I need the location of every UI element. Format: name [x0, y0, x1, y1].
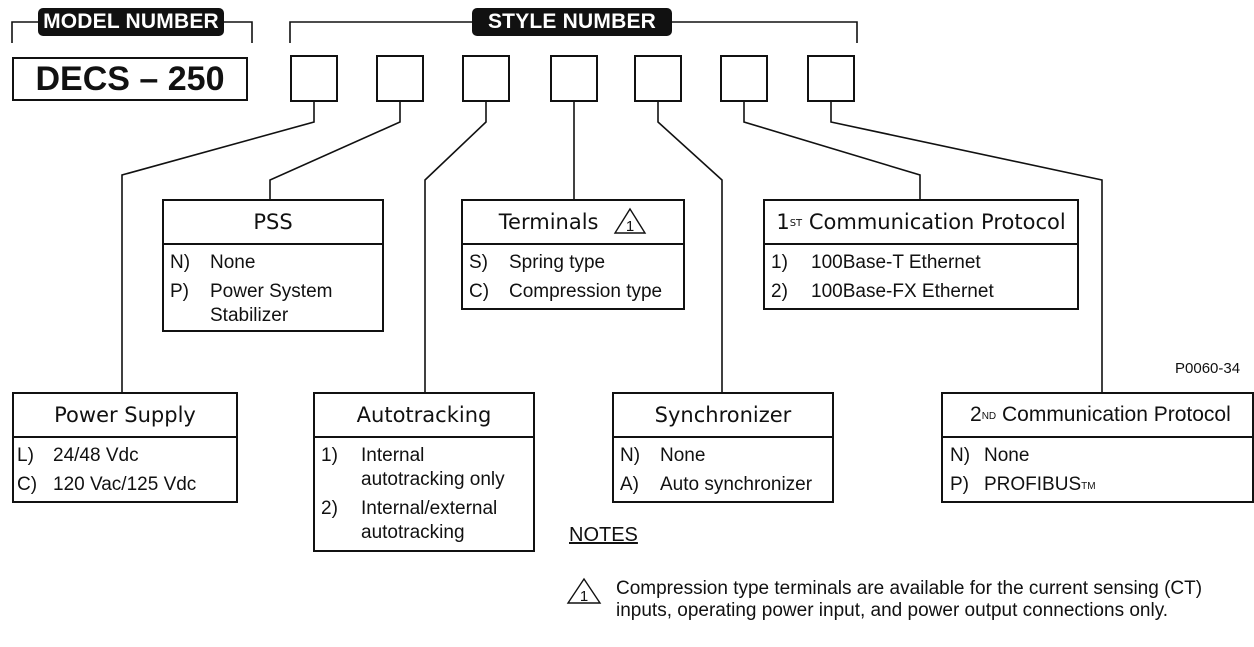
synchronizer-box: Synchronizer N) None A) Auto synchronize… [612, 392, 834, 503]
pss-box: PSS N) None P) Power System Stabilizer [162, 199, 384, 332]
comm1-title-sup: ST [789, 218, 803, 229]
comm2-title-sup: ND [981, 411, 997, 422]
notes-heading: NOTES [569, 524, 638, 546]
style-slot-1 [290, 55, 338, 102]
option-text: PROFIBUS [984, 474, 1082, 495]
note-1: 1 Compression type terminals are availab… [566, 577, 1216, 622]
option-code: 2) [321, 498, 338, 519]
option-code: C) [17, 474, 38, 495]
option-text: Auto synchronizer [660, 474, 813, 495]
note-1-mark: 1 [580, 588, 588, 605]
synchronizer-title: Synchronizer [614, 394, 832, 438]
terminals-option-spring: S) Spring type [469, 251, 683, 275]
terminals-option-compression: C) Compression type [469, 280, 683, 304]
power-supply-box: Power Supply L) 24/48 Vdc C) 120 Vac/125… [12, 392, 238, 503]
style-slot-4 [550, 55, 598, 102]
option-code: N) [950, 445, 971, 466]
option-text: None [660, 445, 706, 466]
pss-option-none: N) None [170, 251, 382, 275]
option-code: 2) [771, 281, 788, 302]
option-code: 1) [321, 445, 338, 466]
note-1-warning-icon: 1 [613, 207, 647, 235]
autotracking-box: Autotracking 1) Internal autotracking on… [313, 392, 535, 552]
style-slot-2 [376, 55, 424, 102]
trademark-sup: TM [1081, 481, 1096, 492]
comm2-title-num: 2 [970, 403, 982, 426]
comm1-title: 1ST Communication Protocol [765, 201, 1077, 245]
style-number-label: STYLE NUMBER [472, 8, 672, 36]
option-text: None [984, 445, 1030, 466]
option-code: 1) [771, 252, 788, 273]
autotracking-title: Autotracking [315, 394, 533, 438]
comm2-option-none: N) None [950, 444, 1252, 468]
autotracking-option-internal-external: 2) Internal/external autotracking [321, 497, 521, 545]
style-slot-3 [462, 55, 510, 102]
power-supply-title: Power Supply [14, 394, 236, 438]
synchronizer-option-none: N) None [620, 444, 832, 468]
comm2-box: 2ND Communication Protocol N) None P) PR… [941, 392, 1254, 503]
option-code: L) [17, 445, 34, 466]
option-text: Internal/external autotracking [361, 498, 498, 543]
power-supply-option-120-125: C) 120 Vac/125 Vdc [17, 473, 236, 497]
option-code: N) [620, 445, 641, 466]
option-text: 24/48 Vdc [53, 445, 139, 466]
comm2-title-rest: Communication Protocol [996, 403, 1231, 426]
option-text: Spring type [509, 252, 606, 273]
model-number-value: DECS – 250 [12, 57, 248, 101]
note-1-mark: 1 [626, 218, 634, 235]
pss-option-stabilizer: P) Power System Stabilizer [170, 280, 370, 328]
comm2-option-profibus: P) PROFIBUSTM [950, 473, 1252, 497]
style-slot-5 [634, 55, 682, 102]
power-supply-option-24-48: L) 24/48 Vdc [17, 444, 236, 468]
comm1-option-100base-t: 1) 100Base-T Ethernet [771, 251, 1077, 275]
option-text: None [210, 252, 256, 273]
option-text: Compression type [509, 281, 663, 302]
note-1-warning-icon: 1 [566, 577, 602, 605]
autotracking-option-internal: 1) Internal autotracking only [321, 444, 521, 492]
comm2-title: 2ND Communication Protocol [943, 394, 1252, 438]
comm1-title-rest: Communication Protocol [802, 210, 1066, 234]
terminals-title: Terminals 1 [463, 201, 683, 245]
option-code: S) [469, 252, 488, 273]
comm1-option-100base-fx: 2) 100Base-FX Ethernet [771, 280, 1077, 304]
option-text: 100Base-T Ethernet [811, 252, 981, 273]
option-text: 120 Vac/125 Vdc [53, 474, 197, 495]
option-code: N) [170, 252, 191, 273]
comm1-box: 1ST Communication Protocol 1) 100Base-T … [763, 199, 1079, 310]
option-text: Internal autotracking only [361, 445, 505, 490]
option-code: C) [469, 281, 490, 302]
synchronizer-option-auto: A) Auto synchronizer [620, 473, 832, 497]
option-code: P) [950, 474, 969, 495]
style-slot-7 [807, 55, 855, 102]
comm1-title-num: 1 [776, 210, 790, 234]
note-1-text: Compression type terminals are available… [616, 578, 1203, 621]
option-text: Power System Stabilizer [210, 281, 333, 326]
terminals-title-text: Terminals [498, 210, 599, 234]
style-slot-6 [720, 55, 768, 102]
option-text: 100Base-FX Ethernet [811, 281, 994, 302]
model-number-label: MODEL NUMBER [38, 8, 224, 36]
terminals-box: Terminals 1 S) Spring type C) Compressio… [461, 199, 685, 310]
pss-title: PSS [164, 201, 382, 245]
option-code: P) [170, 281, 189, 302]
figure-reference: P0060-34 [1175, 360, 1241, 377]
option-code: A) [620, 474, 639, 495]
